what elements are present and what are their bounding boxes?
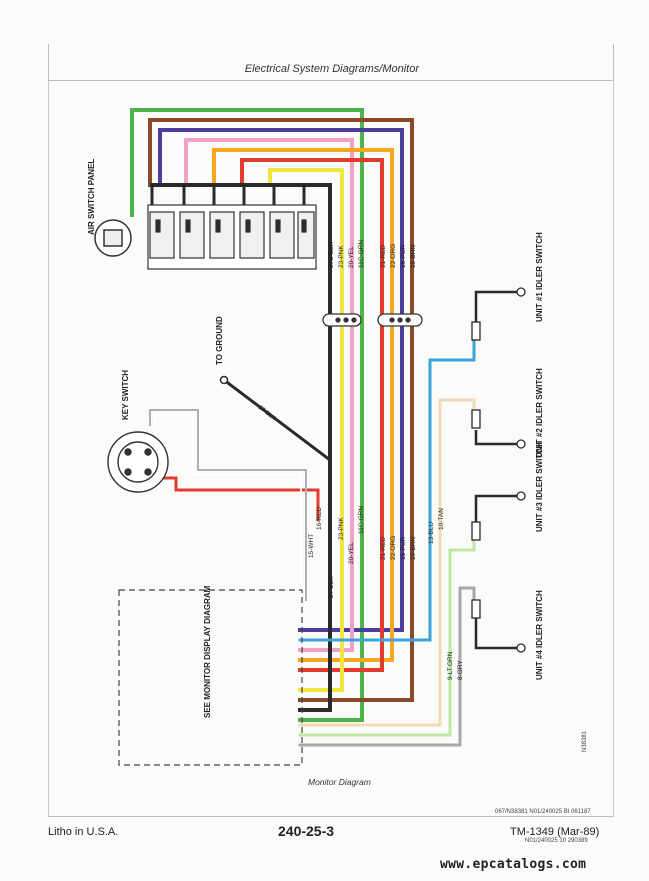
idler4-lead — [474, 618, 518, 650]
upper-wire-label: 21-RED — [380, 245, 387, 268]
lower-wire-label: 19-BRN — [410, 537, 417, 560]
lower-wire-label: 15-PUR — [400, 537, 407, 560]
upper-wire-label: 16-PUR — [400, 245, 407, 268]
footer-page-number: 240-25-3 — [278, 823, 335, 839]
wire-orange-loop — [212, 148, 394, 662]
monitor-box-label: SEE MONITOR DISPLAY DIAGRAM — [203, 585, 212, 718]
upper-wire-label: 19-BRN — [410, 245, 417, 268]
wire-black-drop — [150, 183, 306, 222]
idler4-terminal-icon — [516, 643, 526, 653]
idler4-label: UNIT #4 IDLER SWITCH — [535, 590, 544, 680]
wire-purple-loop — [158, 128, 404, 632]
idler1-connector — [471, 321, 481, 341]
wire-red-loop — [240, 158, 384, 672]
lower-wire-label: 15-WHT — [308, 534, 315, 558]
wire-pink-loop — [184, 138, 354, 652]
upper-wire-label: 20-YEL — [348, 246, 355, 268]
diagram-frame — [48, 80, 614, 817]
lower-wire-label: 9-LT.GRN — [447, 651, 454, 680]
air-switch-panel — [147, 204, 317, 270]
fine-print-1: 067/N38381 N01/240025 BI 061187 — [495, 809, 591, 815]
wire-brown-loop — [148, 118, 414, 702]
air-switch-connector-icon — [94, 219, 132, 257]
ground-terminal-icon — [219, 375, 229, 385]
lower-wire-label: 27-BLK — [328, 576, 335, 598]
idler2-connector — [471, 409, 481, 429]
wire-light-green — [298, 534, 476, 737]
idler1-terminal-icon — [516, 287, 526, 297]
upper-wire-label: 11C-GRN — [358, 240, 365, 268]
lower-wire-label: 10-TAN — [438, 508, 445, 530]
upper-wire-label: 23-PNK — [338, 245, 345, 268]
page-header: Electrical System Diagrams/Monitor — [48, 44, 614, 81]
wire-blue — [298, 338, 476, 642]
idler1-lead — [474, 290, 518, 326]
air-switch-panel-label: AIR SWITCH PANEL — [87, 159, 96, 235]
idler1-label: UNIT #1 IDLER SWITCH — [535, 232, 544, 322]
lower-wire-label: 11C-GRN — [358, 506, 365, 534]
idler2-lead — [474, 430, 518, 446]
wire-key-white — [149, 409, 307, 601]
idler4-connector — [471, 599, 481, 619]
upper-wire-label: 27B-BLK — [328, 241, 335, 268]
wire-key-white-inner — [154, 414, 302, 601]
lower-wire-label: 23-PNK — [338, 517, 345, 540]
lower-wire-label: 16-RED — [316, 507, 323, 530]
wire-gray — [298, 586, 476, 747]
wire-green-loop — [130, 108, 364, 722]
watermark-link[interactable]: www.epcatalogs.com — [440, 857, 587, 872]
side-code: N38381 — [582, 730, 588, 752]
idler3-label: UNIT #3 IDLER SWITCH — [535, 442, 544, 532]
wire-ground — [221, 377, 333, 463]
idler3-connector — [471, 521, 481, 541]
lower-wire-label: 13-BLU — [428, 522, 435, 544]
monitor-display-box — [118, 589, 303, 766]
ground-wire-label: 27-BLK — [257, 405, 276, 422]
footer-litho: Litho in U.S.A. — [48, 826, 119, 838]
idler2-label: UNIT #2 IDLER SWITCH — [535, 368, 544, 458]
idler2-terminal-icon — [516, 439, 526, 449]
wire-black-main — [150, 183, 332, 712]
key-switch — [107, 431, 169, 493]
fine-print-2: N01/240025 10 290389 — [525, 838, 588, 844]
lower-wire-label: 20-YEL — [348, 542, 355, 564]
page-title: Electrical System Diagrams/Monitor — [244, 63, 419, 75]
bundle-connectors — [322, 313, 423, 327]
lower-wire-label: 8-GRY — [457, 660, 464, 680]
idler3-lead — [474, 494, 518, 524]
upper-wire-label: 22-ORG — [390, 244, 397, 268]
to-ground-label: TO GROUND — [215, 316, 224, 365]
lower-wire-label: 22-ORG — [390, 536, 397, 560]
wire-tan — [298, 398, 476, 727]
footer-doc-id: TM-1349 (Mar-89) — [510, 826, 600, 838]
key-switch-label: KEY SWITCH — [121, 370, 130, 420]
lower-wire-label: 21-RED — [380, 537, 387, 560]
wire-key-red — [158, 476, 320, 522]
idler3-terminal-icon — [516, 491, 526, 501]
diagram-caption: Monitor Diagram — [308, 777, 371, 787]
